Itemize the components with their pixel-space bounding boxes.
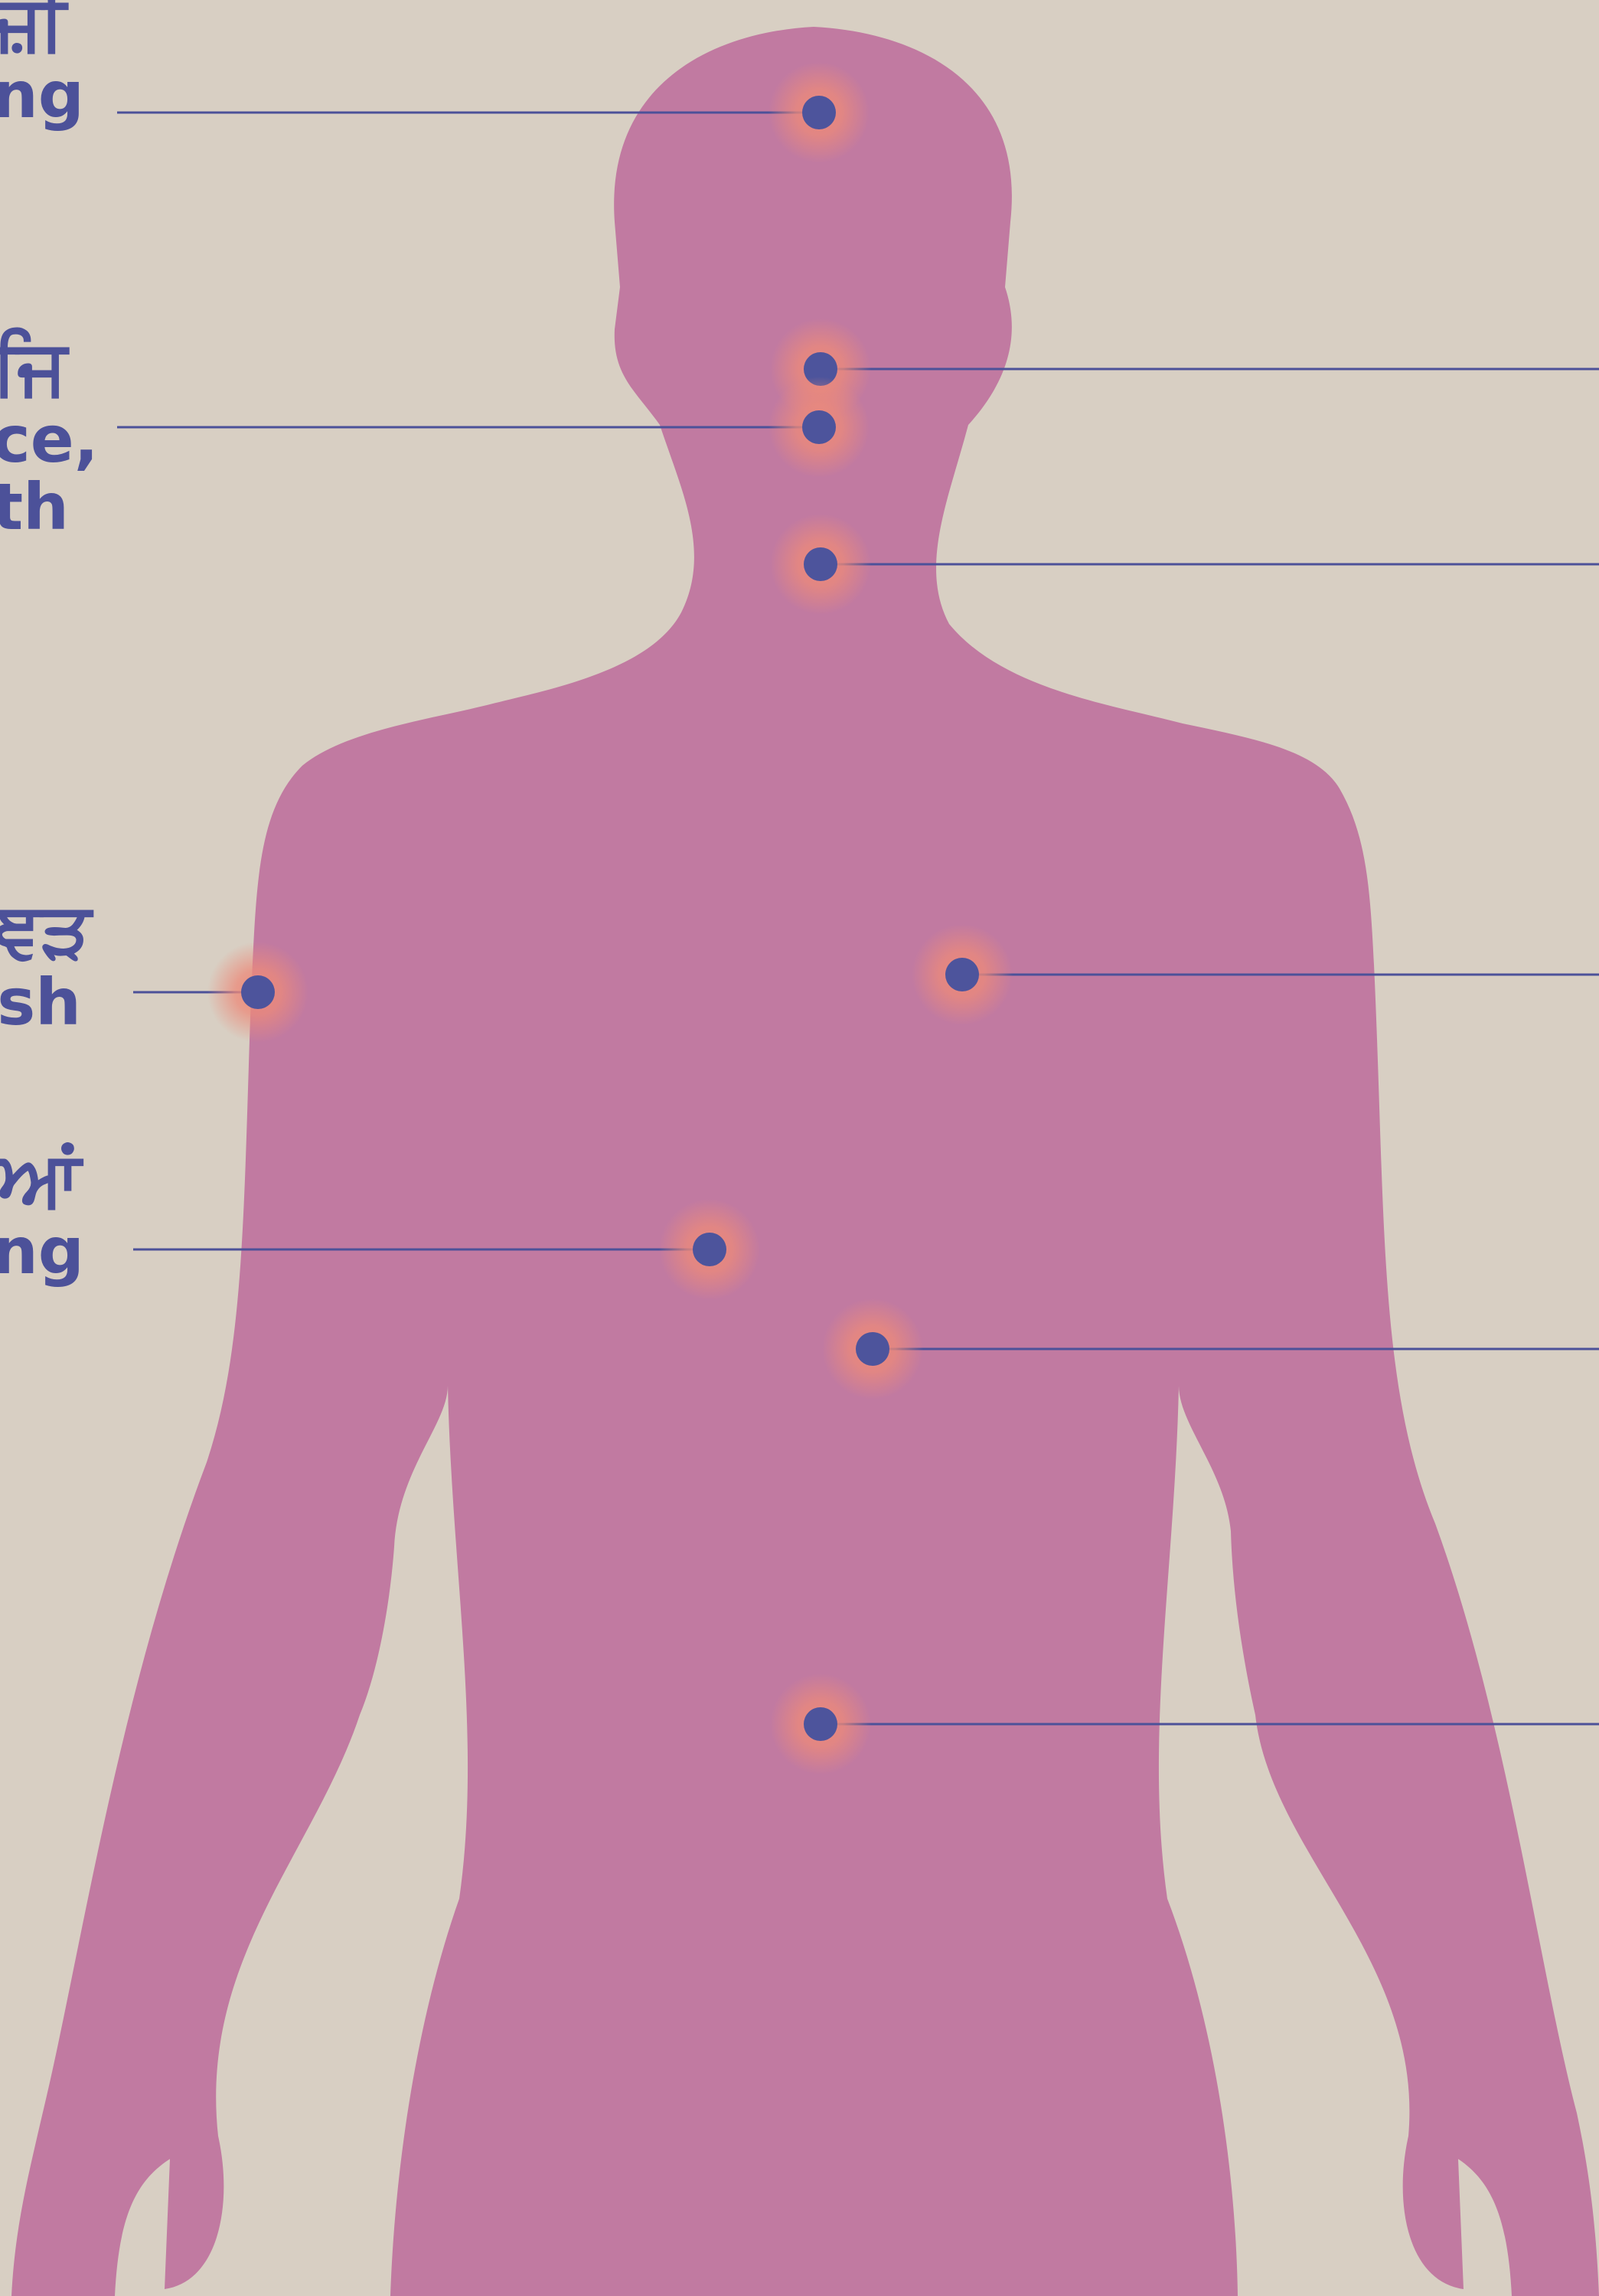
label-head: ਜ਼ੀ ng bbox=[0, 0, 66, 129]
neck-lower-marker bbox=[802, 410, 836, 444]
chest-right-marker bbox=[945, 958, 979, 991]
pelvis-marker bbox=[804, 1707, 837, 1741]
arm-marker bbox=[241, 975, 275, 1009]
label-throat-english-line2: th bbox=[0, 473, 66, 541]
label-arm-english: sh bbox=[0, 968, 81, 1036]
label-throat: ਜਿ ce, th bbox=[0, 329, 66, 541]
label-abdomen-punjabi: ਆਂ bbox=[0, 1141, 81, 1217]
label-throat-english-line1: ce, bbox=[0, 406, 66, 473]
head-marker bbox=[802, 96, 836, 129]
label-head-english: ng bbox=[0, 61, 66, 129]
chest-top-marker bbox=[804, 547, 837, 581]
label-arm-punjabi: ਞੜ bbox=[0, 892, 81, 968]
abdomen-left-marker bbox=[693, 1233, 726, 1266]
label-throat-punjabi: ਜਿ bbox=[0, 329, 66, 406]
label-head-punjabi: ਜ਼ੀ bbox=[0, 0, 66, 61]
label-abdomen-english: ng bbox=[0, 1217, 81, 1285]
abdomen-right-marker bbox=[856, 1332, 889, 1366]
label-abdomen: ਆਂ ng bbox=[0, 1141, 81, 1285]
label-arm: ਞੜ sh bbox=[0, 892, 81, 1036]
